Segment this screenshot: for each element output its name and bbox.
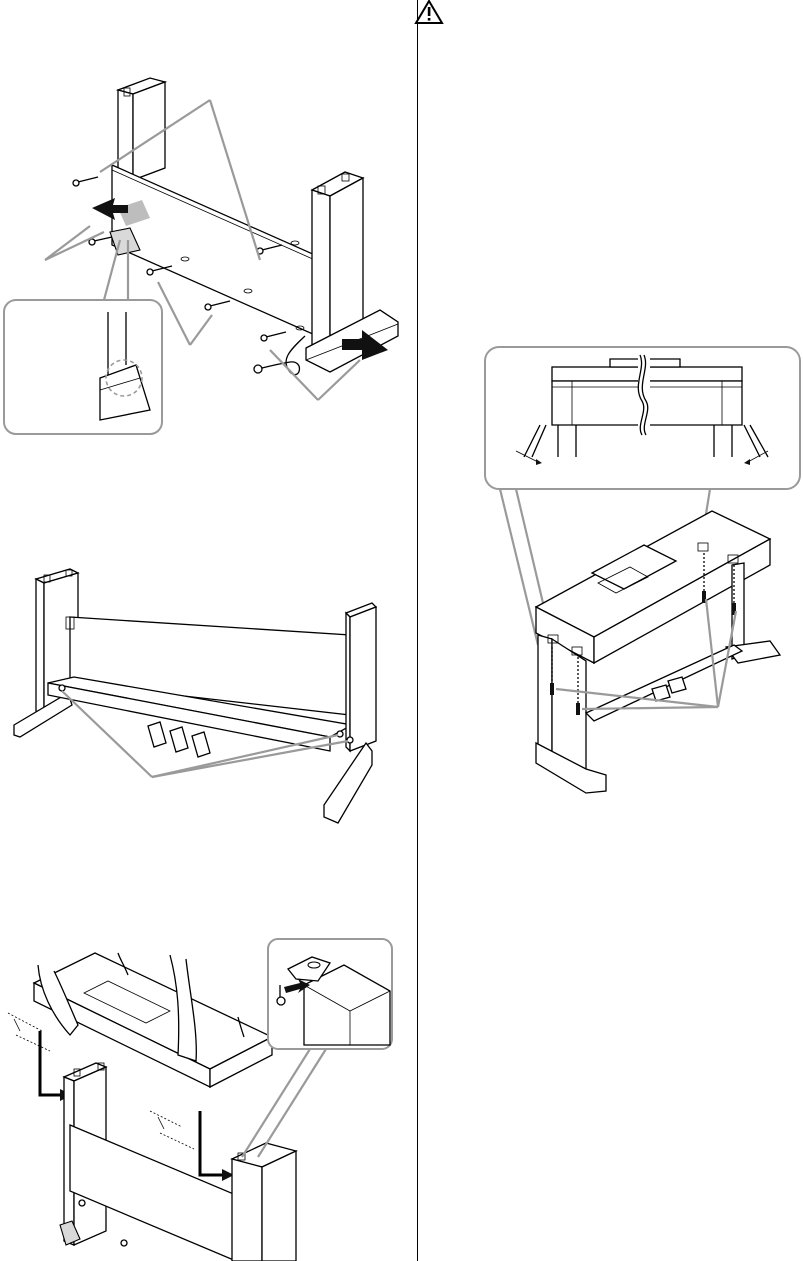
column-divider [417, 0, 418, 1261]
stand-side-panel-assembly-illustration [0, 60, 415, 440]
keyboard-placement-illustration [0, 935, 415, 1261]
keyboard-fastening-illustration [480, 345, 803, 795]
stand-with-pedal-box-illustration [0, 565, 415, 830]
warning-triangle-icon [415, 0, 443, 24]
